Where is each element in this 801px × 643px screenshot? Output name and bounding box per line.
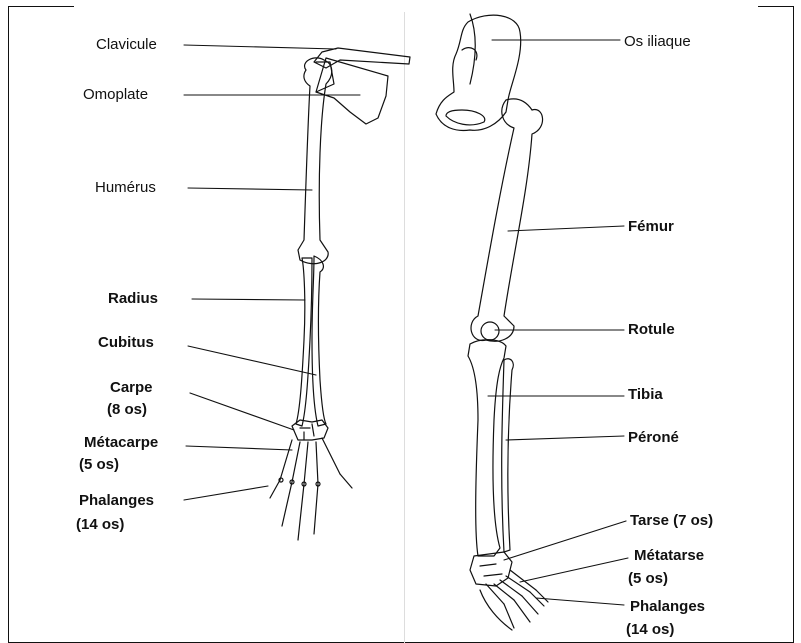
metacarpal-bones <box>280 438 340 484</box>
label-metatarse-count: (5 os) <box>628 569 668 588</box>
label-phalanges-leg-count: (14 os) <box>626 620 674 639</box>
leg-skeleton <box>436 14 548 630</box>
leader-perone <box>506 436 624 440</box>
label-radius: Radius <box>108 289 158 308</box>
label-carpe-count: (8 os) <box>107 400 147 419</box>
leader-phalanges-arm <box>184 486 268 500</box>
leader-clavicule <box>184 45 336 49</box>
leader-humerus <box>188 188 312 190</box>
label-humerus: Humérus <box>95 178 156 197</box>
label-metacarpe-count: (5 os) <box>79 455 119 474</box>
tarsal-bones <box>470 552 512 586</box>
label-phalanges-arm: Phalanges <box>79 491 154 510</box>
femur-bone <box>471 99 543 341</box>
label-femur: Fémur <box>628 217 674 236</box>
label-phalanges-leg: Phalanges <box>630 597 705 616</box>
label-metacarpe: Métacarpe <box>84 433 158 452</box>
leader-femur <box>508 226 624 231</box>
label-clavicule: Clavicule <box>96 35 157 54</box>
label-phalanges-arm-count: (14 os) <box>76 515 124 534</box>
label-carpe: Carpe <box>110 378 153 397</box>
fibula-bone <box>502 359 514 552</box>
hip-bone <box>436 14 521 130</box>
leader-cubitus <box>188 346 316 375</box>
leader-tarse <box>504 521 626 560</box>
leader-lines <box>184 40 628 605</box>
leader-metatarse <box>520 558 628 582</box>
label-tarse: Tarse (7 os) <box>630 511 713 530</box>
label-perone: Péroné <box>628 428 679 447</box>
humerus-bone <box>298 58 332 264</box>
label-omoplate: Omoplate <box>83 85 148 104</box>
label-metatarse: Métatarse <box>634 546 704 565</box>
carpal-bones <box>292 420 328 440</box>
radius-bone <box>296 258 312 426</box>
phalanges-foot <box>480 590 548 630</box>
clavicle-bone <box>314 48 410 68</box>
label-rotule: Rotule <box>628 320 675 339</box>
leader-carpe <box>190 393 294 430</box>
ulna-bone <box>312 256 326 426</box>
phalanges-hand <box>270 474 352 540</box>
patella-bone <box>481 322 499 340</box>
leader-phalanges-leg <box>536 598 624 605</box>
leader-radius <box>192 299 305 300</box>
arm-skeleton <box>270 48 410 540</box>
label-os-iliaque: Os iliaque <box>624 32 691 51</box>
leader-metacarpe <box>186 446 292 450</box>
label-cubitus: Cubitus <box>98 333 154 352</box>
tibia-bone <box>468 340 506 556</box>
label-tibia: Tibia <box>628 385 663 404</box>
